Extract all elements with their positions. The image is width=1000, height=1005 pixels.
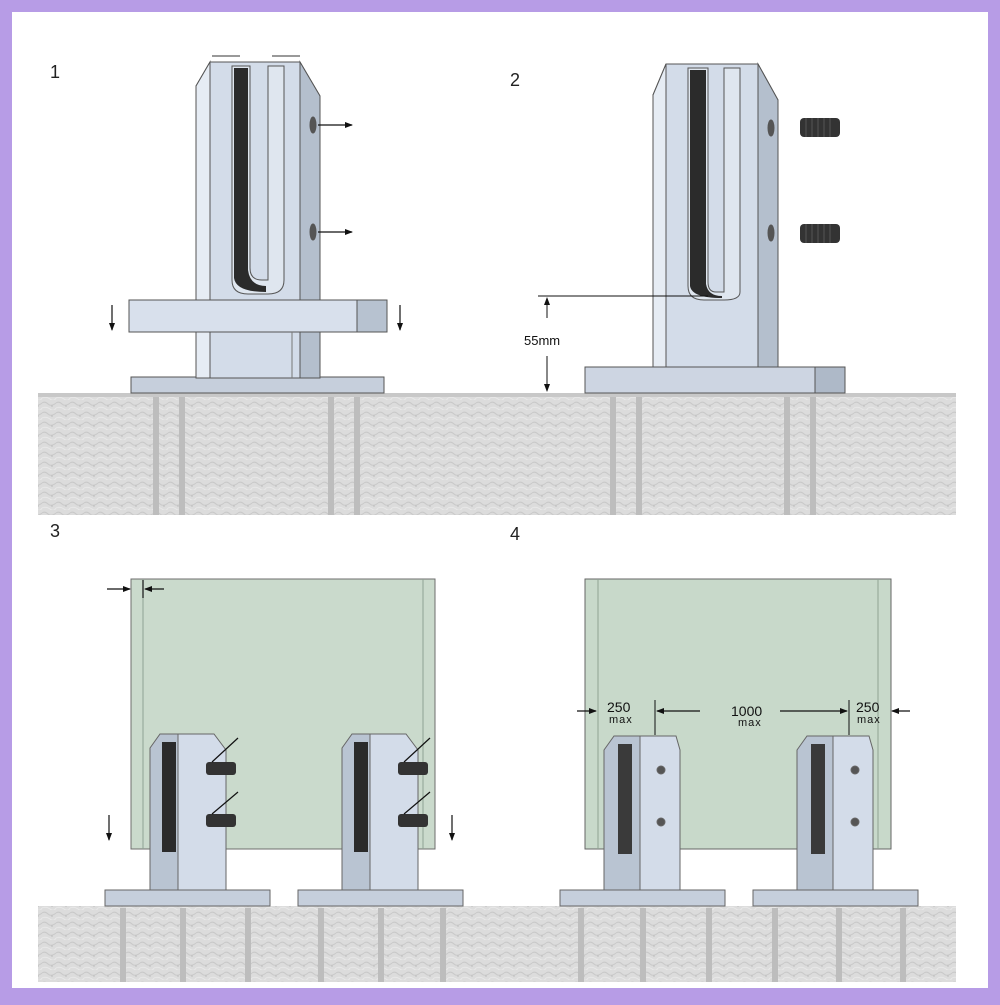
anchor-hole xyxy=(120,908,126,982)
spigot xyxy=(369,733,419,891)
base-plate xyxy=(752,889,919,907)
anchor-hole xyxy=(836,908,842,982)
panel-3-arrows xyxy=(106,580,455,841)
gasket xyxy=(811,744,825,854)
anchor-hole xyxy=(378,908,384,982)
height-dimension-label: 55mm xyxy=(524,333,560,348)
template-bar xyxy=(128,299,358,333)
panel-1-spigot-template xyxy=(128,55,388,394)
screw-hole xyxy=(767,224,775,242)
anchor-hole xyxy=(636,397,642,515)
screw-hole xyxy=(309,223,317,241)
gasket xyxy=(690,70,722,298)
gasket xyxy=(234,68,266,292)
anchor-hole xyxy=(706,908,712,982)
spigot xyxy=(177,733,227,891)
anchor-hole xyxy=(772,908,778,982)
anchor-hole xyxy=(784,397,790,515)
anchor-hole xyxy=(153,397,159,515)
step-2-label: 2 xyxy=(510,70,520,90)
screw-hole xyxy=(767,119,775,137)
base-plate xyxy=(584,366,816,394)
edge-left-value: 250 xyxy=(607,699,631,715)
gasket xyxy=(354,742,368,852)
screw-hole xyxy=(656,817,666,827)
grub-screw xyxy=(206,814,236,827)
grub-screw xyxy=(206,762,236,775)
concrete-slab-top xyxy=(38,393,956,515)
anchor-hole xyxy=(610,397,616,515)
anchor-hole xyxy=(179,397,185,515)
spacing-value: 1000 xyxy=(731,703,762,719)
screw-hole xyxy=(850,765,860,775)
anchor-hole xyxy=(440,908,446,982)
anchor-hole xyxy=(900,908,906,982)
base-plate xyxy=(130,376,385,394)
anchor-hole xyxy=(354,397,360,515)
step-4-label: 4 xyxy=(510,524,520,544)
anchor-hole xyxy=(245,908,251,982)
spigot xyxy=(832,735,874,891)
spacing-dimensions xyxy=(577,700,910,735)
step-3-label: 3 xyxy=(50,521,60,541)
grub-screw xyxy=(398,762,428,775)
screw-hole xyxy=(309,116,317,134)
screw-hole xyxy=(656,765,666,775)
base-plate xyxy=(297,889,464,907)
spigot xyxy=(639,735,681,891)
panel-1-arrows xyxy=(109,122,403,331)
anchor-hole xyxy=(640,908,646,982)
concrete-slab-bottom xyxy=(38,906,956,982)
panel-4-spacing xyxy=(559,578,919,907)
edge-right-unit: max xyxy=(857,714,881,726)
gasket xyxy=(162,742,176,852)
edge-right-value: 250 xyxy=(856,699,880,715)
step-1-label: 1 xyxy=(50,62,60,82)
grub-screws xyxy=(800,118,840,243)
panel-3-glass-fixing xyxy=(104,578,464,907)
panel-3-screws xyxy=(206,737,431,827)
anchor-hole xyxy=(578,908,584,982)
gasket xyxy=(618,744,632,854)
panel-2-spigot-installed xyxy=(584,62,846,394)
spacing-unit: max xyxy=(738,717,762,729)
base-plate xyxy=(104,889,271,907)
anchor-hole xyxy=(328,397,334,515)
grub-screw xyxy=(398,814,428,827)
base-plate xyxy=(559,889,726,907)
height-dimension xyxy=(538,295,708,392)
screw-hole xyxy=(850,817,860,827)
anchor-hole xyxy=(318,908,324,982)
anchor-hole xyxy=(180,908,186,982)
anchor-hole xyxy=(810,397,816,515)
edge-left-unit: max xyxy=(609,714,633,726)
